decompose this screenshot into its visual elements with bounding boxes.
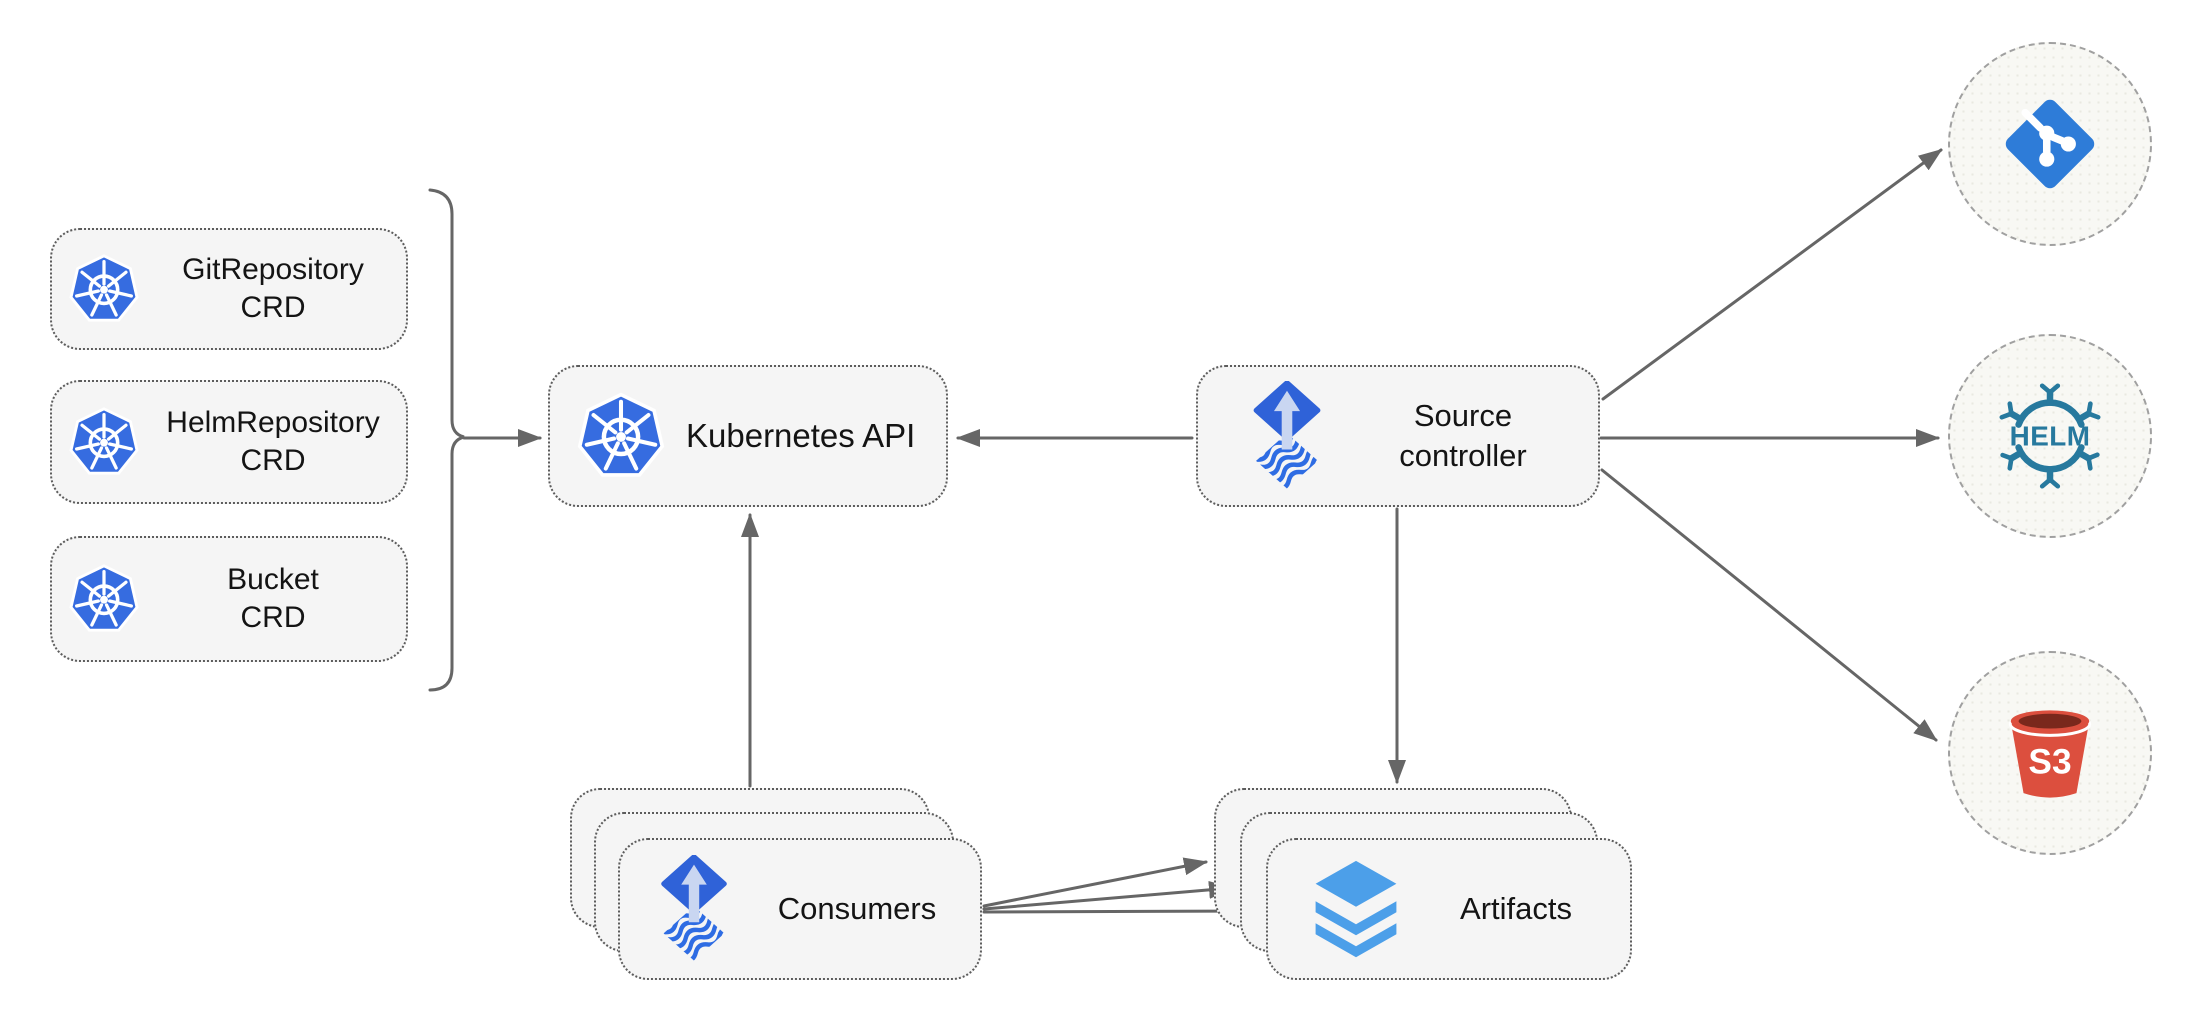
layers-icon xyxy=(1315,860,1397,957)
edge-consumers-to-artifacts-back xyxy=(982,857,1208,908)
kubernetes-icon xyxy=(69,564,139,632)
git-icon xyxy=(1996,90,2104,198)
node-bucket-crd: Bucket CRD xyxy=(50,536,408,662)
node-label: Kubernetes API xyxy=(686,417,916,454)
node-artifacts: Artifacts xyxy=(1266,838,1632,980)
node-label: Source controller xyxy=(1399,398,1527,473)
source-circle-helm: HELM xyxy=(1948,334,2152,538)
node-consumers: Consumers xyxy=(618,838,982,980)
node-label: HelmRepository CRD xyxy=(166,406,380,477)
s3-bucket-icon: S3 xyxy=(2008,708,2092,800)
source-circle-s3: S3 xyxy=(1948,651,2152,855)
source-circle-git xyxy=(1948,42,2152,246)
edge-consumers-to-artifacts-middle xyxy=(982,880,1233,911)
node-kubernetes-api: Kubernetes API xyxy=(548,365,948,507)
node-helmrepository-crd: HelmRepository CRD xyxy=(50,380,408,504)
kubernetes-icon xyxy=(69,254,139,322)
edge-source-controller-to-git xyxy=(1601,148,1943,401)
helm-icon: HELM xyxy=(1985,380,2115,492)
helm-wordmark: HELM xyxy=(2010,421,2091,452)
node-label: GitRepository CRD xyxy=(182,253,364,324)
edge-consumers-to-artifacts-front xyxy=(982,902,1258,921)
node-source-controller: Source controller xyxy=(1196,365,1600,507)
crd-group-bracket xyxy=(428,188,465,692)
node-label: Artifacts xyxy=(1460,891,1572,926)
flux-icon xyxy=(654,855,734,963)
kubernetes-icon xyxy=(69,407,139,475)
flux-icon xyxy=(1246,381,1328,491)
s3-wordmark: S3 xyxy=(2028,743,2071,782)
kubernetes-icon xyxy=(576,391,666,481)
node-label: Bucket CRD xyxy=(227,563,319,634)
edge-source-controller-to-s3 xyxy=(1600,468,1938,742)
node-gitrepository-crd: GitRepository CRD xyxy=(50,228,408,350)
node-label: Consumers xyxy=(777,891,937,926)
